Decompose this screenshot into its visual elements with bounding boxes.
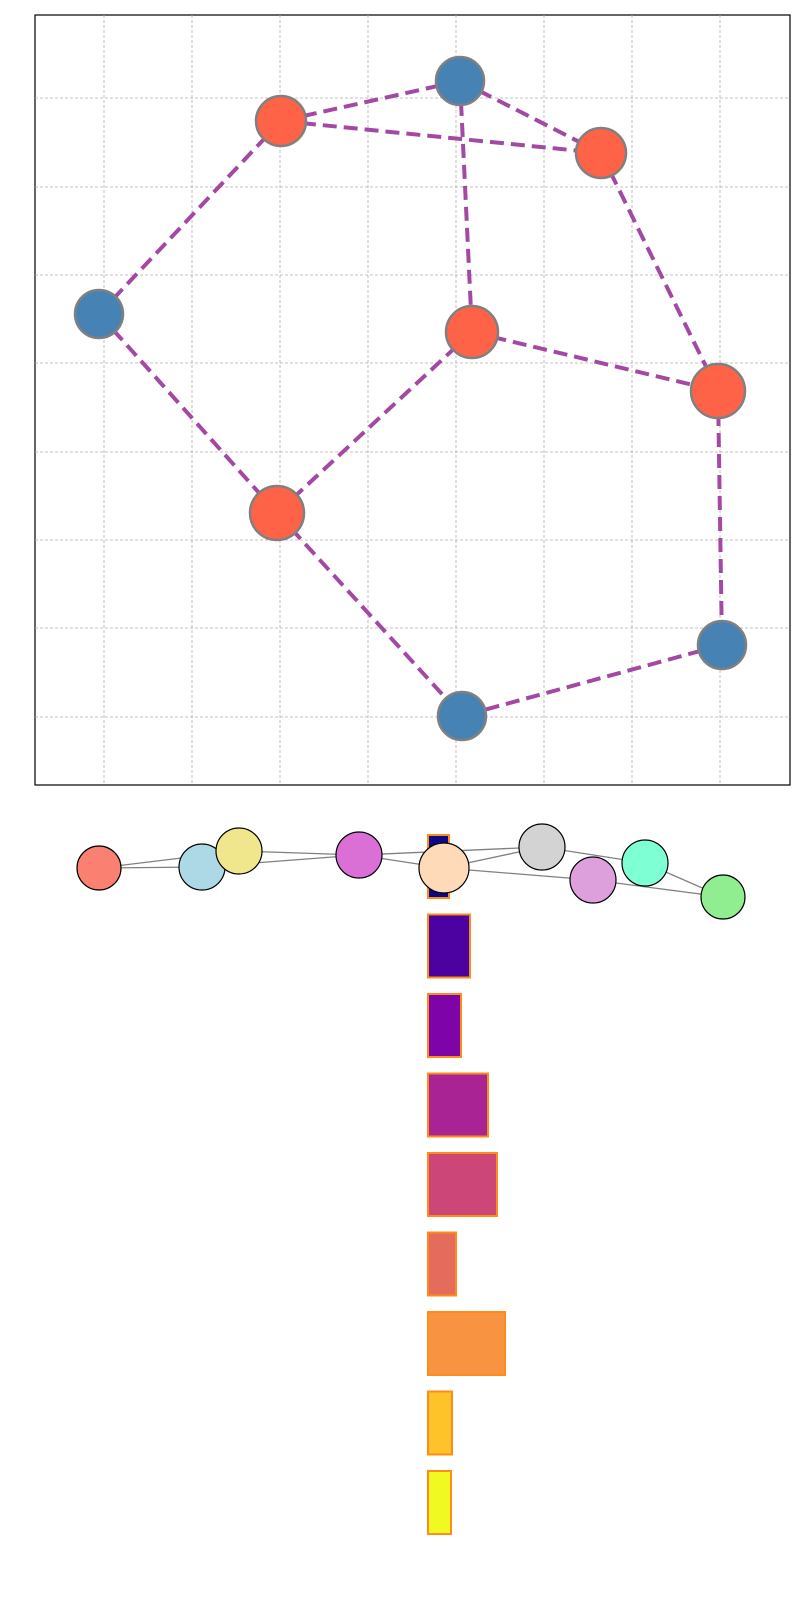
top-graph-edge <box>280 119 602 155</box>
top-graph-edge <box>97 312 279 515</box>
bar-2 <box>427 913 471 979</box>
bar-8 <box>427 1390 453 1456</box>
top-graph-edge <box>280 79 461 123</box>
top-graph-edge <box>471 330 719 393</box>
bottom-graph-node-aquamarine <box>621 839 669 887</box>
top-graph-node-n5 <box>444 304 500 360</box>
top-graph-edge <box>275 330 474 515</box>
bar-stack <box>427 834 506 1535</box>
bar-4 <box>427 1072 489 1138</box>
plot-frame <box>34 14 791 786</box>
top-graph-edge <box>461 643 723 718</box>
bar-9 <box>427 1470 452 1535</box>
bar-3 <box>427 993 462 1058</box>
top-graph-edges <box>97 79 724 718</box>
bottom-graph-node-orchid <box>335 831 383 879</box>
top-graph-edge <box>459 79 602 155</box>
bottom-graph-nodes <box>76 823 746 920</box>
bar-6 <box>427 1231 457 1297</box>
bottom-graph-node-khaki <box>215 827 263 875</box>
top-graph-node-n9 <box>436 690 488 742</box>
top-graph-node-n2 <box>254 94 308 148</box>
top-graph-node-n6 <box>689 362 747 420</box>
top-graph-nodes <box>73 55 748 742</box>
top-graph-node-n8 <box>696 619 748 671</box>
bottom-graph-node-lightgreen <box>700 874 746 920</box>
top-graph-edge <box>599 152 720 392</box>
top-graph-node-n1 <box>434 55 486 107</box>
top-graph-edge <box>716 390 724 646</box>
top-graph-edge <box>275 511 464 718</box>
bar-5 <box>427 1152 498 1217</box>
bottom-graph-node-lightgray <box>518 823 566 871</box>
bottom-graph-node-salmon <box>76 845 122 891</box>
top-graph-node-n7 <box>248 484 306 542</box>
top-graph-edge <box>97 119 283 316</box>
bottom-graph-node-peach <box>418 842 470 894</box>
top-graph-node-n4 <box>73 288 125 340</box>
bar-7 <box>427 1311 506 1376</box>
top-graph-node-n3 <box>574 126 628 180</box>
bottom-graph-node-plum <box>569 856 617 904</box>
